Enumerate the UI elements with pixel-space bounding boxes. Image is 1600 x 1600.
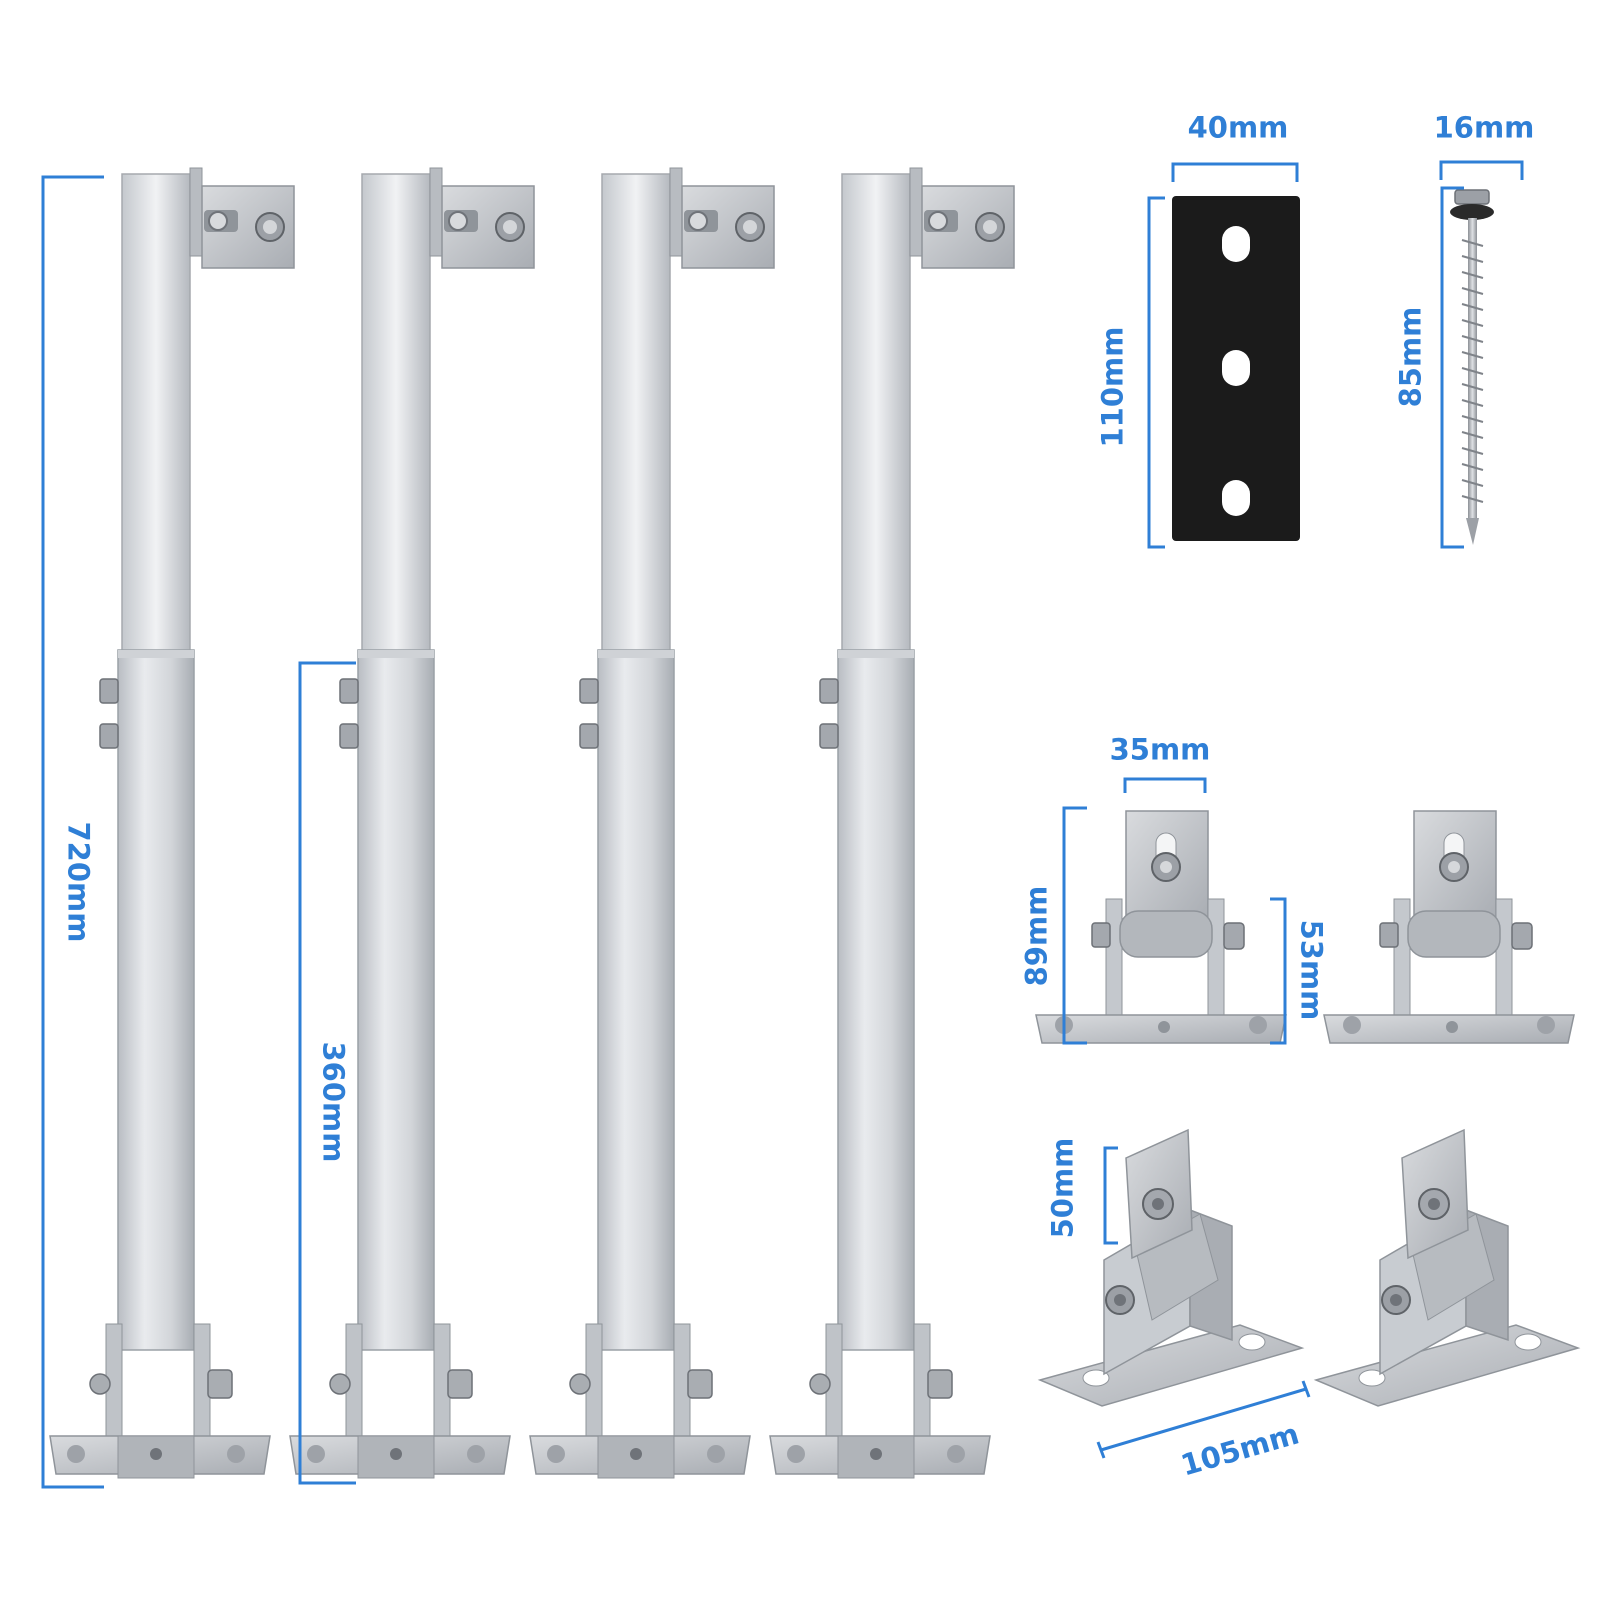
dimension-label-50: 50mm — [1045, 1137, 1080, 1239]
dimension-50 — [1103, 1146, 1118, 1245]
dimension-89 — [1062, 806, 1087, 1045]
hinge-bracket-1 — [1035, 810, 1287, 1044]
dimension-720 — [41, 175, 104, 1489]
dimension-label-85: 85mm — [1393, 306, 1428, 408]
dimension-lines — [41, 160, 1524, 1489]
self-drilling-screw — [1450, 189, 1494, 545]
dimension-label-16: 16mm — [1433, 110, 1535, 145]
adjustable-leg-4 — [769, 167, 1015, 1479]
dimension-35 — [1123, 777, 1207, 793]
dimension-360 — [298, 661, 356, 1485]
dimension-53 — [1270, 897, 1287, 1045]
dimension-105 — [1096, 1380, 1311, 1459]
hinge-bracket-2 — [1323, 810, 1575, 1044]
dimension-label-360: 360mm — [316, 1041, 351, 1163]
adjustable-leg-2 — [289, 167, 535, 1479]
dimension-label-40: 40mm — [1187, 110, 1289, 145]
dimension-label-35: 35mm — [1109, 732, 1211, 767]
dimension-label-110: 110mm — [1095, 326, 1130, 448]
angle-bracket-2 — [1315, 1129, 1579, 1407]
dimension-16 — [1439, 160, 1524, 180]
rubber-pad — [1172, 196, 1300, 541]
dimension-85 — [1440, 186, 1464, 549]
dimension-40 — [1171, 162, 1299, 182]
dimension-label-89: 89mm — [1019, 885, 1054, 987]
dimension-110 — [1147, 196, 1165, 549]
adjustable-leg-3 — [529, 167, 775, 1479]
dimension-label-53: 53mm — [1294, 919, 1329, 1021]
dimension-label-720: 720mm — [61, 821, 96, 943]
